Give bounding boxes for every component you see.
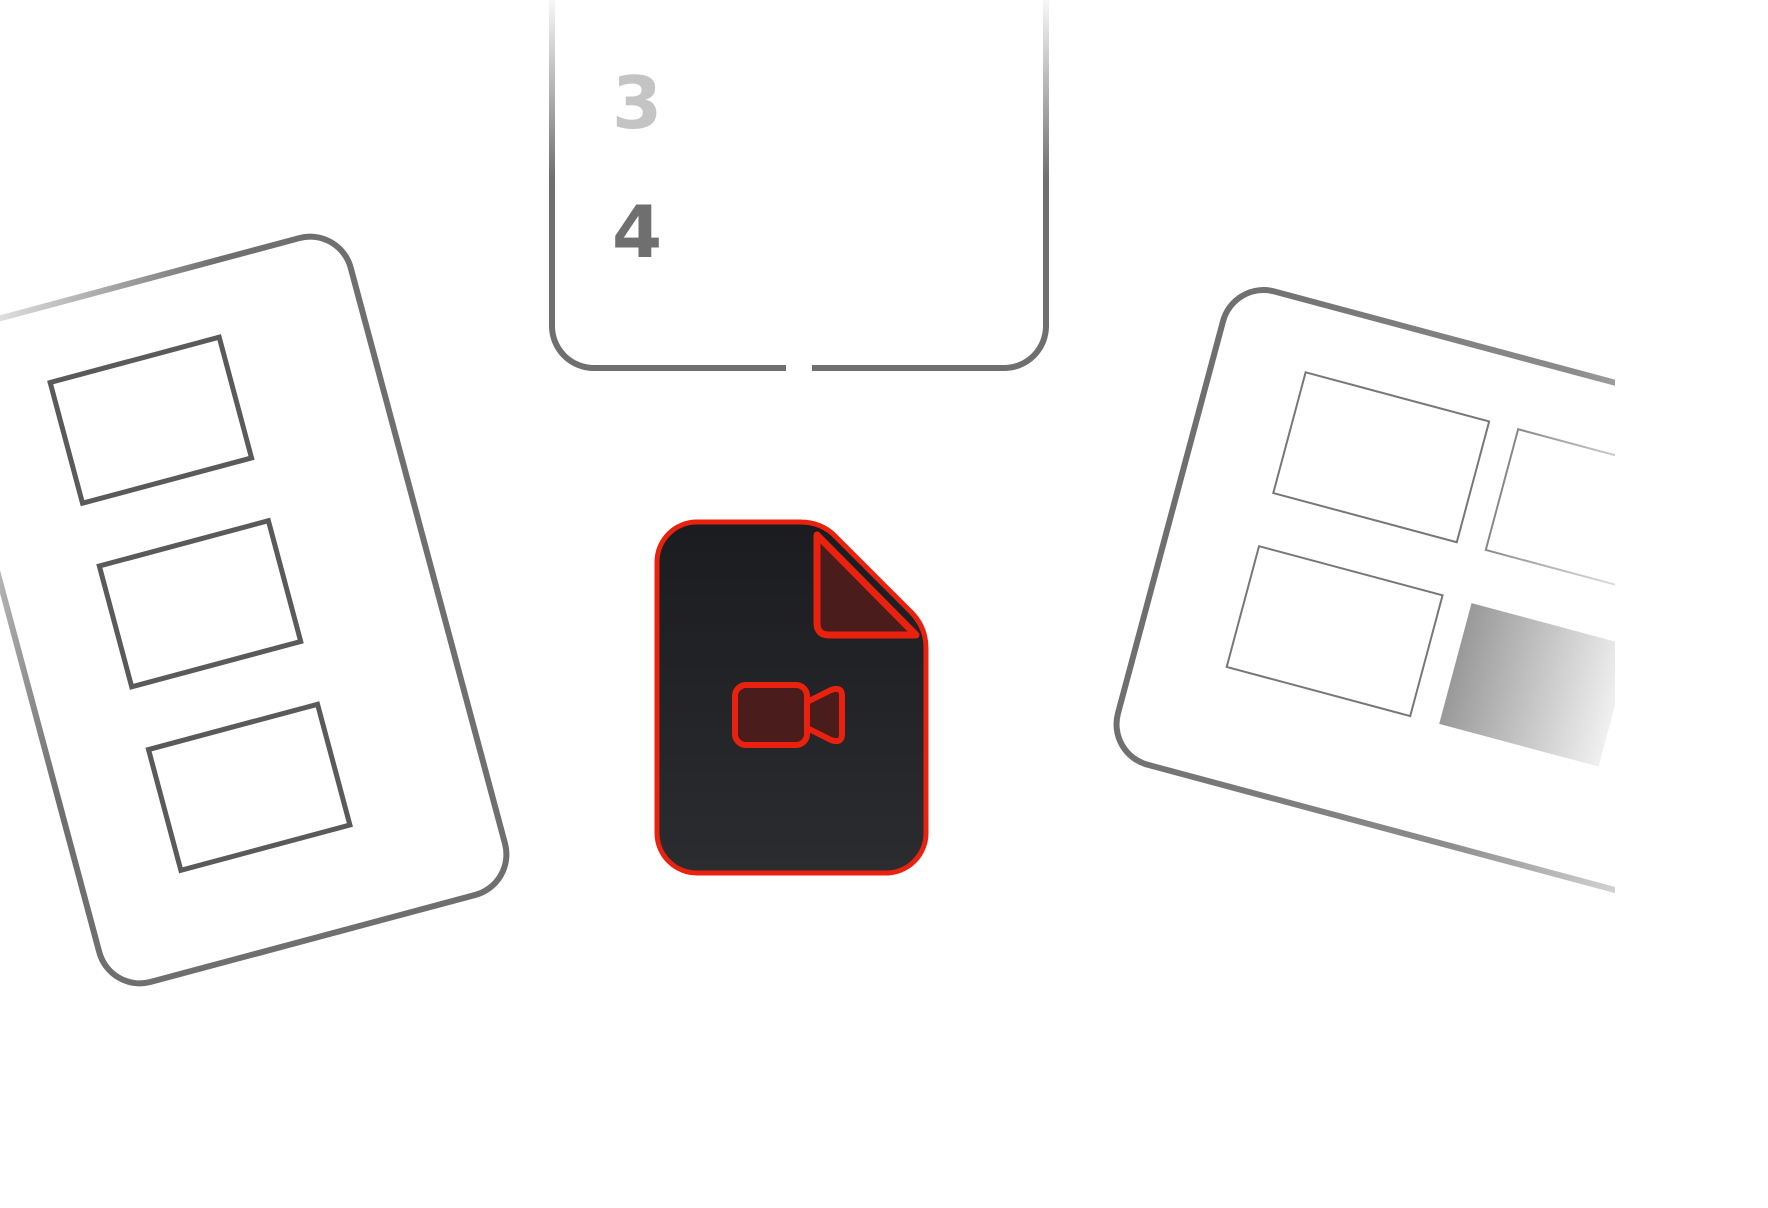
video-camera-icon <box>732 682 845 748</box>
left-card-frame <box>0 233 510 987</box>
file-corner-fold <box>813 531 920 639</box>
right-edge-fade <box>1615 330 1768 930</box>
right-card-tile-1 <box>1272 371 1491 544</box>
video-file-icon <box>654 519 929 876</box>
numbered-list-layout-icon: 3 4 <box>549 0 1049 371</box>
left-card-tile-3 <box>145 701 353 874</box>
left-card-tile-1 <box>47 334 255 507</box>
grid-layout-icon <box>1113 287 1768 914</box>
page-number-3: 3 <box>612 61 662 145</box>
right-card-frame <box>1113 287 1768 914</box>
vertical-list-layout-icon <box>0 233 510 987</box>
top-card-frame <box>549 0 1049 371</box>
right-card-tile-4-selected <box>1439 603 1631 767</box>
right-card-tile-3 <box>1225 544 1444 718</box>
camera-body <box>732 682 810 748</box>
page-number-4: 4 <box>612 190 662 274</box>
camera-lens <box>804 685 845 745</box>
left-card-tile-2 <box>96 517 304 690</box>
